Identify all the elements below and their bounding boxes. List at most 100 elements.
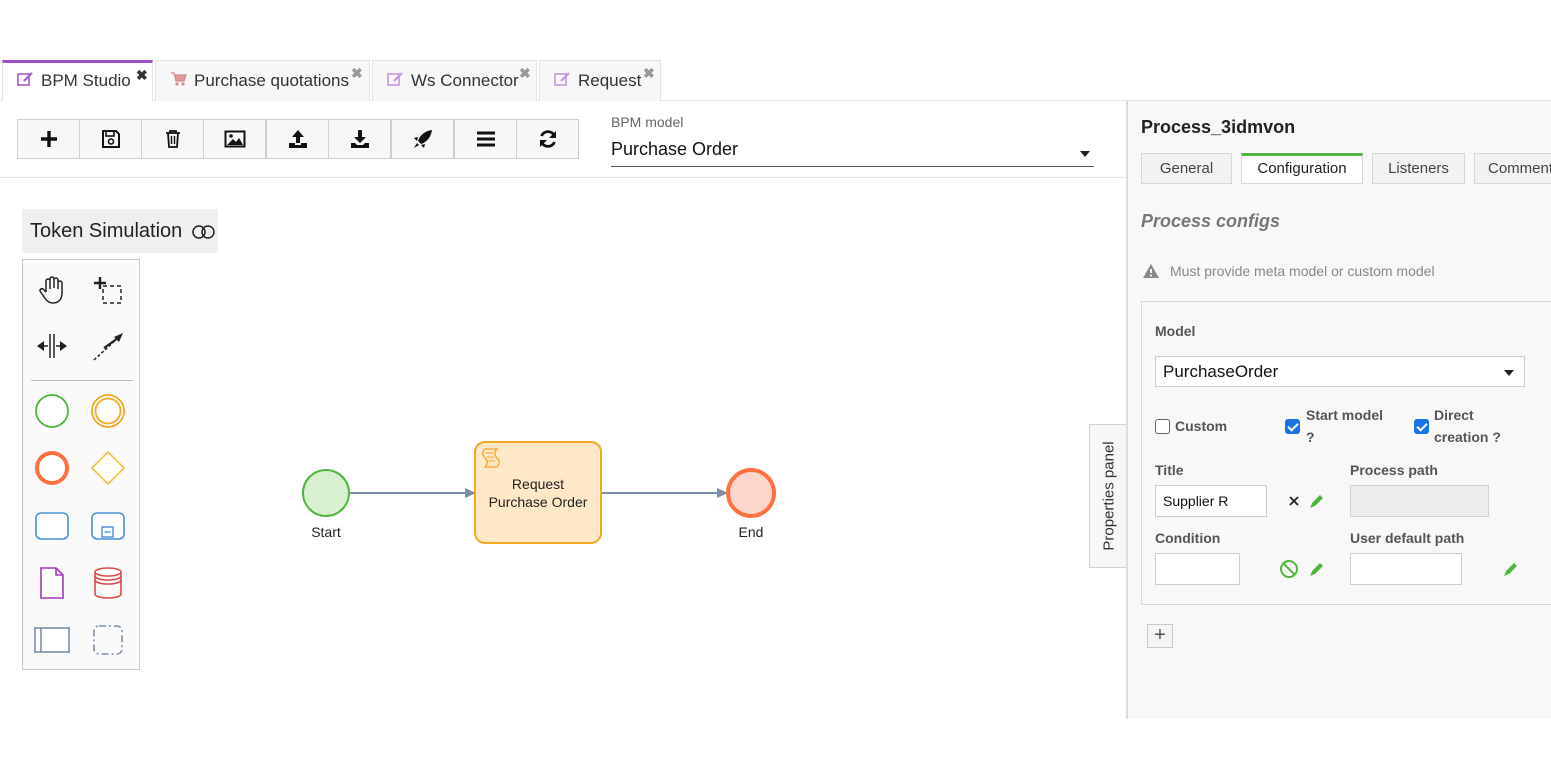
edit-pencil-icon[interactable]	[1307, 491, 1327, 511]
end-event[interactable]	[726, 468, 776, 518]
tab-comments[interactable]: Comments	[1474, 153, 1551, 184]
title-label: Title	[1155, 462, 1184, 478]
bpm-model-select[interactable]: Purchase Order	[611, 139, 1094, 167]
token-simulation-toggle[interactable]: Token Simulation	[22, 209, 218, 253]
task-icon[interactable]	[34, 508, 70, 544]
ban-icon[interactable]	[1279, 559, 1299, 579]
process-path-input[interactable]	[1350, 485, 1489, 517]
delete-button[interactable]	[141, 119, 204, 159]
diagram-canvas[interactable]: Start Request Purchase Order End	[0, 178, 1126, 718]
warning-icon	[1143, 264, 1159, 278]
tab-purchase-quotations[interactable]: Purchase quotations ✖	[155, 60, 370, 101]
tab-label: Request	[578, 71, 642, 90]
subprocess-icon[interactable]	[90, 508, 126, 544]
edit-icon	[17, 71, 35, 92]
direct-creation-checkbox[interactable]	[1414, 419, 1429, 434]
config-group: Model PurchaseOrder Custom Start model ?…	[1141, 301, 1551, 605]
tab-configuration[interactable]: Configuration	[1241, 153, 1363, 184]
chevron-down-icon	[1080, 151, 1090, 157]
rocket-icon	[413, 130, 432, 148]
start-event-label: Start	[311, 524, 341, 540]
panel-title: Process_3idmvon	[1141, 117, 1296, 137]
start-model-checkbox[interactable]	[1285, 419, 1300, 434]
tab-ws-connector[interactable]: Ws Connector ✖	[372, 60, 537, 101]
refresh-icon	[539, 130, 556, 148]
refresh-button[interactable]	[516, 119, 579, 159]
export-image-button[interactable]	[203, 119, 266, 159]
space-tool-icon[interactable]	[34, 328, 70, 364]
image-icon	[224, 130, 245, 148]
tab-listeners[interactable]: Listeners	[1372, 153, 1465, 184]
data-store-icon[interactable]	[90, 565, 126, 601]
custom-checkbox[interactable]	[1155, 419, 1170, 434]
bpm-model-label: BPM model	[611, 114, 684, 130]
tab-general[interactable]: General	[1141, 153, 1232, 184]
toolbar-divider	[0, 177, 1126, 178]
save-icon	[101, 130, 120, 148]
palette-divider	[31, 380, 133, 381]
tab-bar: BPM Studio ✖ Purchase quotations ✖ Ws Co…	[0, 60, 1551, 101]
toggle-icon	[192, 222, 216, 245]
warning-text: Must provide meta model or custom model	[1170, 263, 1435, 279]
pool-icon[interactable]	[34, 622, 70, 658]
trash-icon	[165, 130, 180, 148]
edit-icon	[554, 71, 572, 92]
gateway-icon[interactable]	[90, 450, 126, 486]
close-icon[interactable]: ✖	[643, 65, 655, 81]
properties-panel-toggle-label: Properties panel	[1100, 441, 1117, 551]
token-simulation-label: Token Simulation	[30, 220, 183, 242]
intermediate-event-icon[interactable]	[90, 393, 126, 429]
tab-label: Purchase quotations	[194, 71, 349, 90]
custom-label: Custom	[1175, 418, 1228, 434]
tab-request[interactable]: Request ✖	[539, 60, 661, 101]
bpm-model-value: Purchase Order	[611, 139, 739, 159]
start-model-label-line2: ?	[1306, 429, 1315, 445]
model-label: Model	[1155, 323, 1196, 339]
close-icon[interactable]: ✖	[519, 65, 531, 81]
global-connect-icon[interactable]	[90, 328, 126, 364]
hand-tool-icon[interactable]	[34, 272, 70, 308]
download-button[interactable]	[328, 119, 391, 159]
user-default-path-input[interactable]	[1350, 553, 1462, 585]
direct-creation-label-line1: Direct	[1434, 407, 1474, 423]
edit-pencil-icon[interactable]	[1501, 559, 1521, 579]
task-label-line2: Purchase Order	[488, 494, 588, 510]
data-object-icon[interactable]	[34, 565, 70, 601]
upload-icon	[288, 130, 307, 148]
save-button[interactable]	[79, 119, 142, 159]
end-event-icon[interactable]	[34, 450, 70, 486]
tool-palette	[22, 259, 140, 670]
model-select[interactable]: PurchaseOrder	[1155, 356, 1525, 387]
start-event[interactable]	[302, 469, 350, 517]
condition-input[interactable]	[1155, 553, 1240, 585]
user-default-path-label: User default path	[1350, 530, 1465, 546]
new-button[interactable]	[17, 119, 80, 159]
warning-message: Must provide meta model or custom model	[1142, 263, 1435, 279]
edit-pencil-icon[interactable]	[1307, 559, 1327, 579]
properties-panel-toggle[interactable]: Properties panel	[1089, 424, 1127, 568]
condition-label: Condition	[1155, 530, 1221, 546]
task-label-line1: Request	[511, 476, 565, 492]
upload-button[interactable]	[266, 119, 329, 159]
start-model-label-line1: Start model	[1306, 407, 1384, 423]
chevron-down-icon	[1504, 370, 1514, 376]
end-event-label: End	[738, 524, 764, 540]
deploy-button[interactable]	[391, 119, 454, 159]
menu-button[interactable]	[454, 119, 517, 159]
script-icon	[482, 448, 500, 468]
add-config-button[interactable]: +	[1147, 624, 1173, 648]
title-input[interactable]: Supplier R	[1155, 485, 1267, 517]
tab-bpm-studio[interactable]: BPM Studio ✖	[2, 60, 153, 101]
tab-label: BPM Studio	[41, 71, 131, 90]
close-icon[interactable]: ✖	[351, 65, 363, 81]
menu-icon	[476, 131, 495, 147]
lasso-tool-icon[interactable]	[90, 272, 126, 308]
clear-icon[interactable]	[1284, 491, 1304, 511]
group-icon[interactable]	[90, 622, 126, 658]
start-event-icon[interactable]	[34, 393, 70, 429]
tab-label: Ws Connector	[411, 71, 519, 90]
script-task[interactable]	[474, 441, 602, 544]
close-icon[interactable]: ✖	[136, 67, 148, 83]
process-path-label: Process path	[1350, 462, 1438, 478]
cart-icon	[170, 71, 188, 92]
